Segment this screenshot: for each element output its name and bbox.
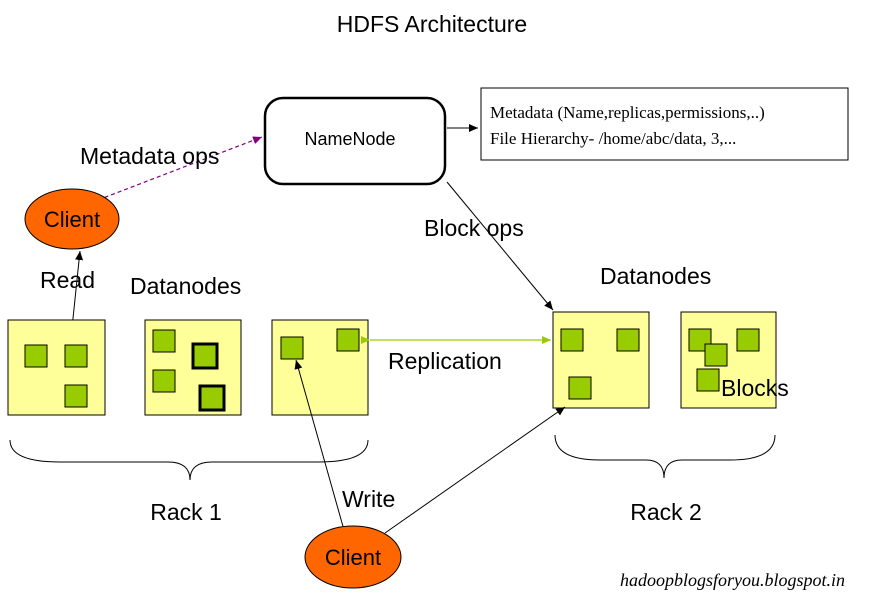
blocks-label: Blocks [721, 375, 789, 401]
metadata-ops-label: Metadata ops [80, 143, 219, 169]
block [152, 329, 176, 353]
block [568, 376, 592, 400]
client-bottom-label: Client [325, 545, 381, 570]
metadata-box [480, 87, 849, 161]
datanode-rack1-3 [271, 319, 369, 416]
replication-label: Replication [388, 348, 502, 374]
block [280, 336, 304, 360]
datanodes-left-label: Datanodes [130, 273, 241, 299]
datanode-rack2-1 [552, 311, 650, 409]
read-label: Read [40, 267, 95, 293]
block-highlighted [198, 384, 226, 412]
block [696, 368, 720, 392]
rack1-brace [9, 439, 369, 481]
read-arrow [71, 250, 84, 329]
namenode-box [263, 96, 447, 186]
rack2-brace [554, 434, 776, 479]
block [616, 328, 640, 352]
block [336, 328, 360, 352]
write-arrow-rack2 [384, 406, 566, 534]
block [152, 369, 176, 393]
metadata-ops-arrow [97, 136, 263, 201]
datanode-rack1-1 [7, 319, 106, 416]
client-top [24, 188, 120, 250]
write-label: Write [342, 486, 395, 512]
block-highlighted [191, 342, 219, 370]
block [560, 328, 584, 352]
client-top-label: Client [44, 207, 100, 232]
rack1-label: Rack 1 [150, 499, 222, 525]
block [736, 328, 760, 352]
block [24, 344, 48, 368]
datanode-rack2-2 [680, 311, 777, 409]
block-ops-arrow [446, 181, 554, 311]
block [704, 343, 728, 367]
block [64, 344, 88, 368]
diagram-title: HDFS Architecture [337, 11, 527, 37]
client-bottom [304, 525, 402, 589]
metadata-line-1: Metadata (Name,replicas,permissions,..) [490, 103, 765, 122]
block [64, 384, 88, 408]
watermark: hadoopblogsforyou.blogspot.in [620, 570, 845, 590]
block-ops-label: Block ops [424, 215, 524, 241]
write-arrow-rack1 [294, 359, 345, 531]
namenode-label: NameNode [304, 129, 395, 149]
datanodes-right-label: Datanodes [600, 263, 711, 289]
rack2-label: Rack 2 [630, 499, 702, 525]
metadata-line-2: File Hierarchy- /home/abc/data, 3,... [490, 129, 736, 148]
datanode-rack1-2 [144, 319, 242, 416]
